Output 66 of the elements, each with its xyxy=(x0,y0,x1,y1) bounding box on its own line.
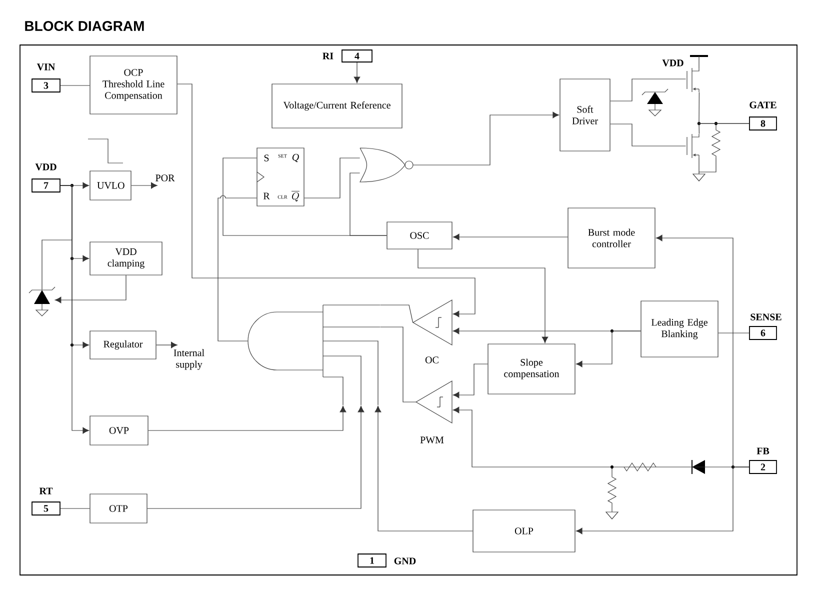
connector xyxy=(131,182,158,189)
process-box: Soft Driver xyxy=(560,78,610,152)
connector xyxy=(576,330,641,368)
pin-name: RI xyxy=(322,52,334,60)
logic-gate xyxy=(360,148,414,182)
connector xyxy=(380,304,414,323)
connector xyxy=(54,275,126,304)
connector xyxy=(718,332,750,334)
connector xyxy=(610,124,686,146)
pin-name: VIN xyxy=(36,64,56,70)
connector xyxy=(147,406,364,509)
pin-name: VDD xyxy=(35,164,56,170)
signal-label: POR xyxy=(156,174,175,182)
process-box: UVLO xyxy=(90,170,132,200)
pin-name: RT xyxy=(39,488,53,494)
connector xyxy=(60,85,90,86)
process-box: VDD clamping xyxy=(90,242,162,276)
connector xyxy=(610,78,686,102)
pin-name: FB xyxy=(756,448,770,454)
connector xyxy=(452,234,568,240)
pin-name: OC xyxy=(425,356,438,364)
process-box: Leading Edge Blanking xyxy=(640,300,718,358)
pin-box: 6 xyxy=(749,326,777,340)
pin-box: 3 xyxy=(32,78,60,92)
pin-box: 4 xyxy=(342,50,372,62)
transistor xyxy=(686,134,700,158)
pin-name: GATE xyxy=(750,102,776,108)
process-box: OLP xyxy=(472,510,576,552)
connector xyxy=(177,84,476,318)
connector xyxy=(354,62,360,84)
connector xyxy=(218,195,257,342)
process-box: OTP xyxy=(90,494,148,524)
connector xyxy=(350,172,387,236)
process-box: Regulator xyxy=(90,330,156,360)
connector xyxy=(374,406,473,532)
process-box: Burst mode controller xyxy=(568,208,656,268)
connector xyxy=(156,342,178,348)
zener-diode xyxy=(28,286,56,316)
pin-box: 8 xyxy=(749,116,777,130)
connector xyxy=(380,326,416,402)
process-box: Voltage/Current Reference xyxy=(272,84,402,128)
connector xyxy=(60,508,90,509)
signal-label: Internal supply xyxy=(174,349,204,370)
pin-box: 1 xyxy=(358,554,386,568)
title: BLOCK DIAGRAM xyxy=(25,21,144,31)
connector xyxy=(698,123,750,134)
process-box: OCP Threshold Line Compensation xyxy=(90,56,178,114)
pin-name: VDD xyxy=(662,60,684,66)
connector xyxy=(304,158,360,198)
connector xyxy=(452,364,488,398)
transistor xyxy=(686,68,700,92)
connector xyxy=(148,406,346,431)
connector xyxy=(418,249,548,344)
logic-gate xyxy=(248,304,380,406)
pin-box: 2 xyxy=(749,460,777,474)
pin-name: SENSE xyxy=(750,314,782,320)
process-box: OSC xyxy=(386,222,452,250)
process-box: OVP xyxy=(90,416,148,446)
process-box: Slope compensation xyxy=(488,344,576,394)
pin-box: 7 xyxy=(32,178,60,192)
pin-box: 5 xyxy=(32,502,60,516)
pin-name: GND xyxy=(394,558,416,564)
connector xyxy=(452,406,750,468)
connector xyxy=(42,185,72,290)
pin-name: PWM xyxy=(420,436,444,444)
connector xyxy=(412,112,560,166)
